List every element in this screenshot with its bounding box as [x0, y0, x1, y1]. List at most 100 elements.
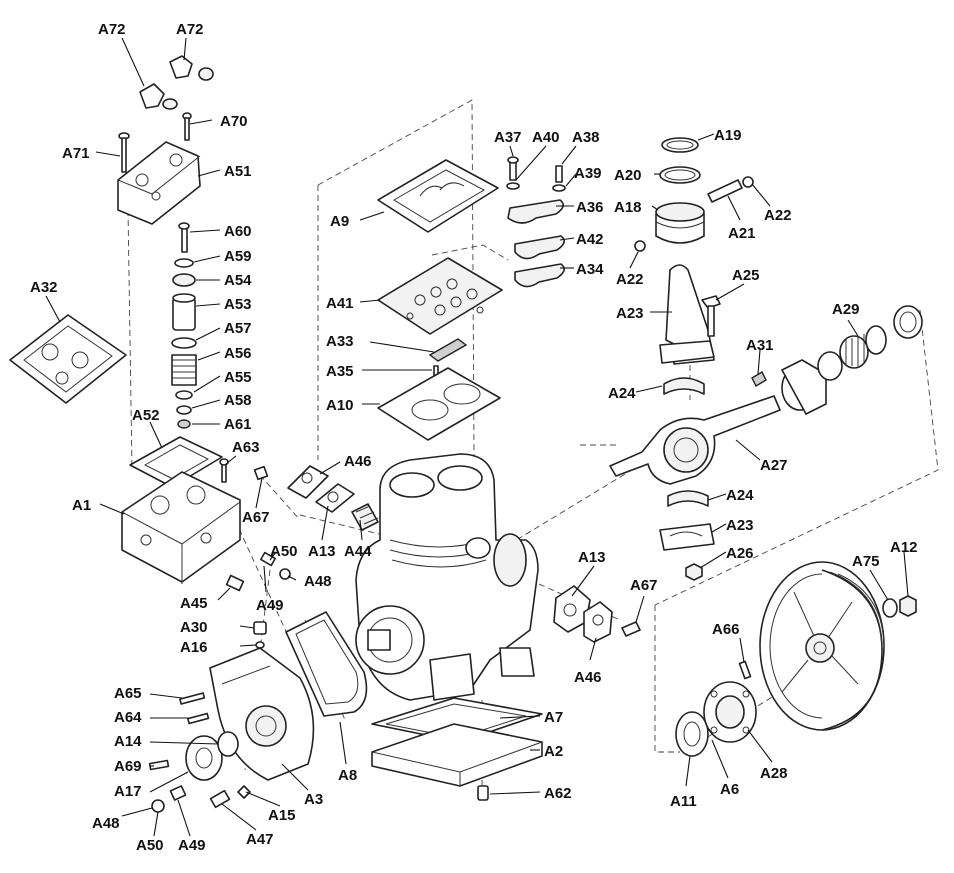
label-a7: A7	[544, 709, 563, 726]
label-a21: A21	[728, 225, 756, 242]
label-a24-lower: A24	[726, 487, 754, 504]
label-a36: A36	[576, 199, 604, 216]
label-a44: A44	[344, 543, 372, 560]
seal-a11	[675, 711, 709, 757]
rod-cap-a23-lower	[659, 523, 715, 551]
label-a64: A64	[114, 709, 142, 726]
label-a33: A33	[326, 333, 354, 350]
seal-a14	[217, 731, 239, 757]
label-a32: A32	[30, 279, 58, 296]
label-a52: A52	[132, 407, 160, 424]
pulley-a6	[759, 561, 885, 731]
label-a67-right: A67	[630, 577, 658, 594]
label-a50-upper: A50	[270, 543, 298, 560]
rod-cap-a24-upper	[663, 377, 705, 395]
label-a14: A14	[114, 733, 142, 750]
label-a20: A20	[614, 167, 642, 184]
gasket-a52	[129, 436, 223, 488]
leader-lines	[45, 37, 909, 837]
label-a41: A41	[326, 295, 354, 312]
label-a60: A60	[224, 223, 252, 240]
piston-pin-a21	[634, 176, 754, 252]
bolt-a66	[738, 660, 752, 680]
label-a3: A3	[304, 791, 323, 808]
elbow-fitting-right	[169, 55, 214, 81]
label-a18: A18	[614, 199, 642, 216]
label-a50-lower: A50	[136, 837, 164, 854]
label-a46-right: A46	[574, 669, 602, 686]
label-a53: A53	[224, 296, 252, 313]
bolt-a67-right	[621, 621, 641, 637]
part-labels: A72 A72 A70 A71 A51 A60 A59 A54 A53 A57 …	[30, 21, 918, 854]
label-a35: A35	[326, 363, 354, 380]
label-a29: A29	[832, 301, 860, 318]
cylinder-head-a1	[121, 471, 241, 584]
label-a69: A69	[114, 758, 142, 775]
label-a11: A11	[670, 793, 697, 810]
base-plate-a2	[371, 723, 543, 787]
label-a70: A70	[220, 113, 248, 130]
label-a63: A63	[232, 439, 260, 456]
nut-a26	[685, 563, 703, 581]
bearing-a17	[185, 735, 223, 781]
suction-valve-parts	[506, 156, 566, 288]
crankcase	[355, 453, 539, 701]
crankshaft-a27	[609, 395, 781, 485]
label-a34: A34	[576, 261, 604, 278]
flange-a28	[703, 681, 757, 743]
label-a75: A75	[852, 553, 880, 570]
gasket-a46-right	[583, 601, 613, 643]
bolts-cover	[148, 692, 251, 813]
label-a45: A45	[180, 595, 208, 612]
nut-a12	[899, 595, 917, 617]
label-a51: A51	[224, 163, 252, 180]
label-a39: A39	[574, 165, 602, 182]
label-a72-right: A72	[176, 21, 204, 38]
piston-a18	[655, 202, 705, 244]
label-a30: A30	[180, 619, 208, 636]
label-a23-lower: A23	[726, 517, 754, 534]
label-a17: A17	[114, 783, 142, 800]
label-a65: A65	[114, 685, 142, 702]
gasket-a10	[377, 367, 501, 441]
label-a22-left: A22	[616, 271, 644, 288]
valve-plate-a41	[377, 257, 503, 335]
label-a10: A10	[326, 397, 354, 414]
label-a49-lower: A49	[178, 837, 206, 854]
label-a9: A9	[330, 213, 349, 230]
label-a58: A58	[224, 392, 252, 409]
label-a49-upper: A49	[256, 597, 284, 614]
label-a13-upper: A13	[308, 543, 336, 560]
end-cover-a3	[209, 647, 315, 781]
gasket-a46-upper	[287, 465, 329, 499]
label-a71: A71	[62, 145, 90, 162]
washer-a75	[882, 598, 898, 618]
label-a56: A56	[224, 345, 252, 362]
label-a24-upper: A24	[608, 385, 636, 402]
bolt-a71	[118, 132, 130, 173]
label-a31: A31	[746, 337, 774, 354]
elbow-fitting-left	[139, 83, 178, 110]
label-a62: A62	[544, 785, 572, 802]
label-a42: A42	[576, 231, 604, 248]
label-a8: A8	[338, 767, 357, 784]
label-a55: A55	[224, 369, 252, 386]
label-a26: A26	[726, 545, 754, 562]
connecting-rod-a23	[659, 264, 715, 365]
label-a28: A28	[760, 765, 788, 782]
bolt-a70	[182, 112, 192, 141]
label-a48-upper: A48	[304, 573, 332, 590]
label-a61: A61	[224, 416, 252, 433]
rod-cap-a24-lower	[667, 490, 709, 507]
label-a13-right: A13	[578, 549, 606, 566]
label-a22-right: A22	[764, 207, 792, 224]
label-a1: A1	[72, 497, 91, 514]
bolt-a63	[219, 458, 229, 483]
label-a37: A37	[494, 129, 522, 146]
drain-plug-a62	[477, 785, 489, 801]
label-a19: A19	[714, 127, 742, 144]
reed-a33	[428, 338, 468, 362]
gasket-a8	[285, 611, 368, 717]
